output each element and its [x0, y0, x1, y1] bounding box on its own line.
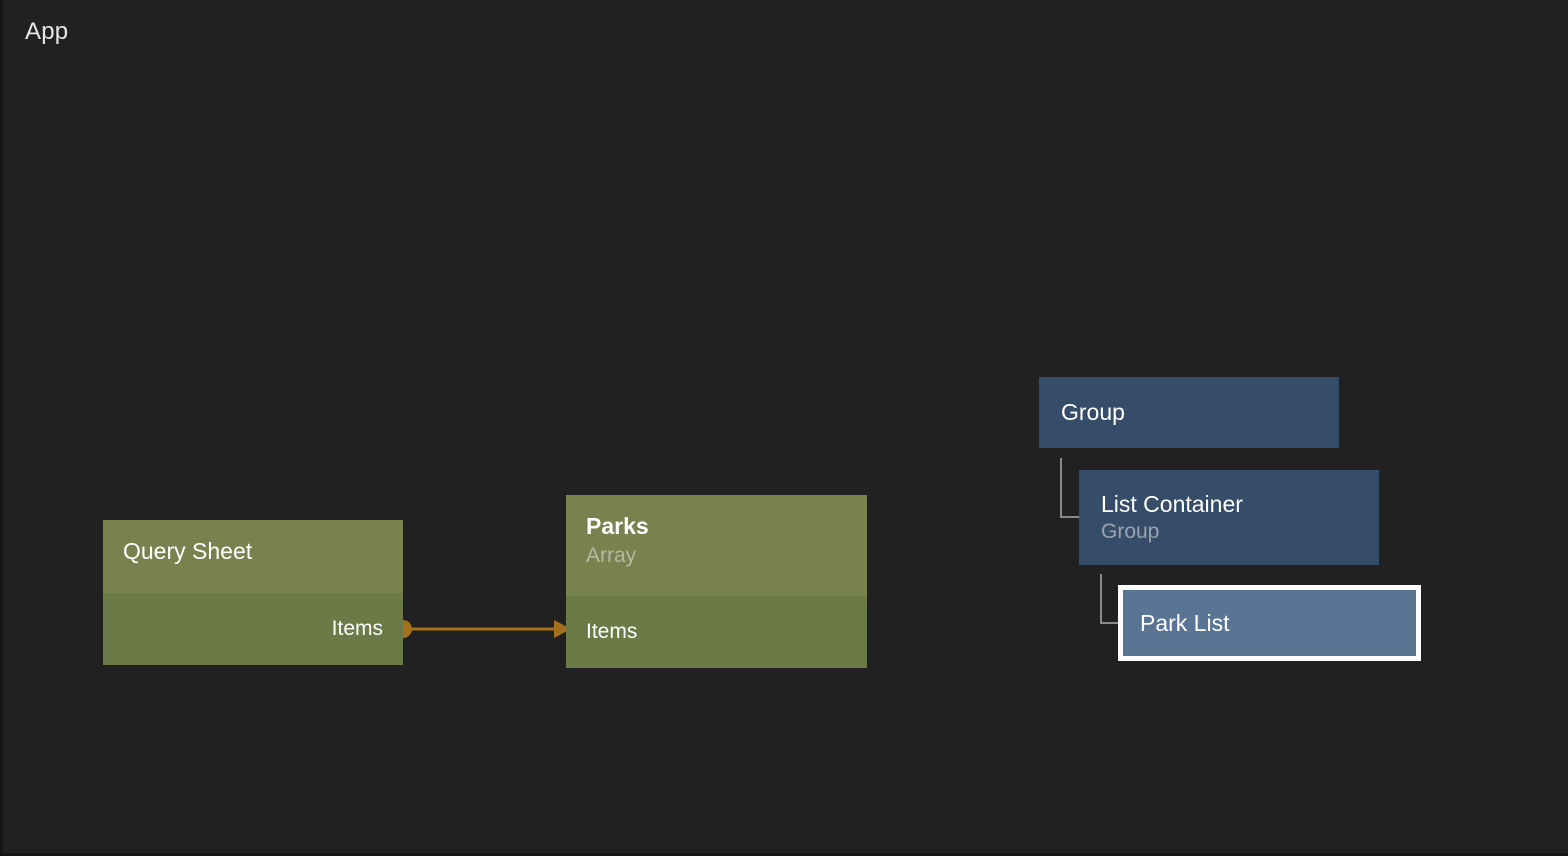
hierarchy-node-list-container-title: List Container: [1101, 491, 1243, 517]
port-row-items-out[interactable]: Items: [103, 593, 403, 665]
node-parks-body: Items: [566, 596, 867, 668]
hierarchy-node-park-list-title: Park List: [1140, 609, 1230, 636]
port-row-items-in[interactable]: Items: [566, 596, 867, 668]
tree-connector-group-to-list-container: [1060, 458, 1079, 518]
hierarchy-node-group[interactable]: Group: [1039, 377, 1339, 448]
hierarchy-node-group-title: Group: [1061, 399, 1125, 426]
connection-query-sheet-to-parks: [394, 620, 571, 638]
node-query-sheet[interactable]: Query Sheet Items: [103, 520, 403, 665]
hierarchy-node-list-container-subtitle: Group: [1101, 519, 1160, 543]
node-query-sheet-title: Query Sheet: [123, 538, 253, 564]
port-label-items-in: Items: [586, 620, 638, 643]
app-title-label: App: [25, 18, 69, 45]
node-parks[interactable]: Parks Array Items: [566, 495, 867, 668]
tree-connector-list-container-to-park-list: [1100, 574, 1118, 624]
node-query-sheet-header[interactable]: Query Sheet: [103, 520, 403, 593]
node-parks-subtitle: Array: [586, 543, 637, 567]
node-query-sheet-body: Items: [103, 593, 403, 665]
hierarchy-node-park-list[interactable]: Park List: [1118, 585, 1421, 661]
node-parks-title: Parks: [586, 513, 649, 539]
hierarchy-node-list-container[interactable]: List Container Group: [1079, 470, 1379, 565]
node-parks-header[interactable]: Parks Array: [566, 495, 867, 596]
port-label-items-out: Items: [331, 617, 383, 640]
